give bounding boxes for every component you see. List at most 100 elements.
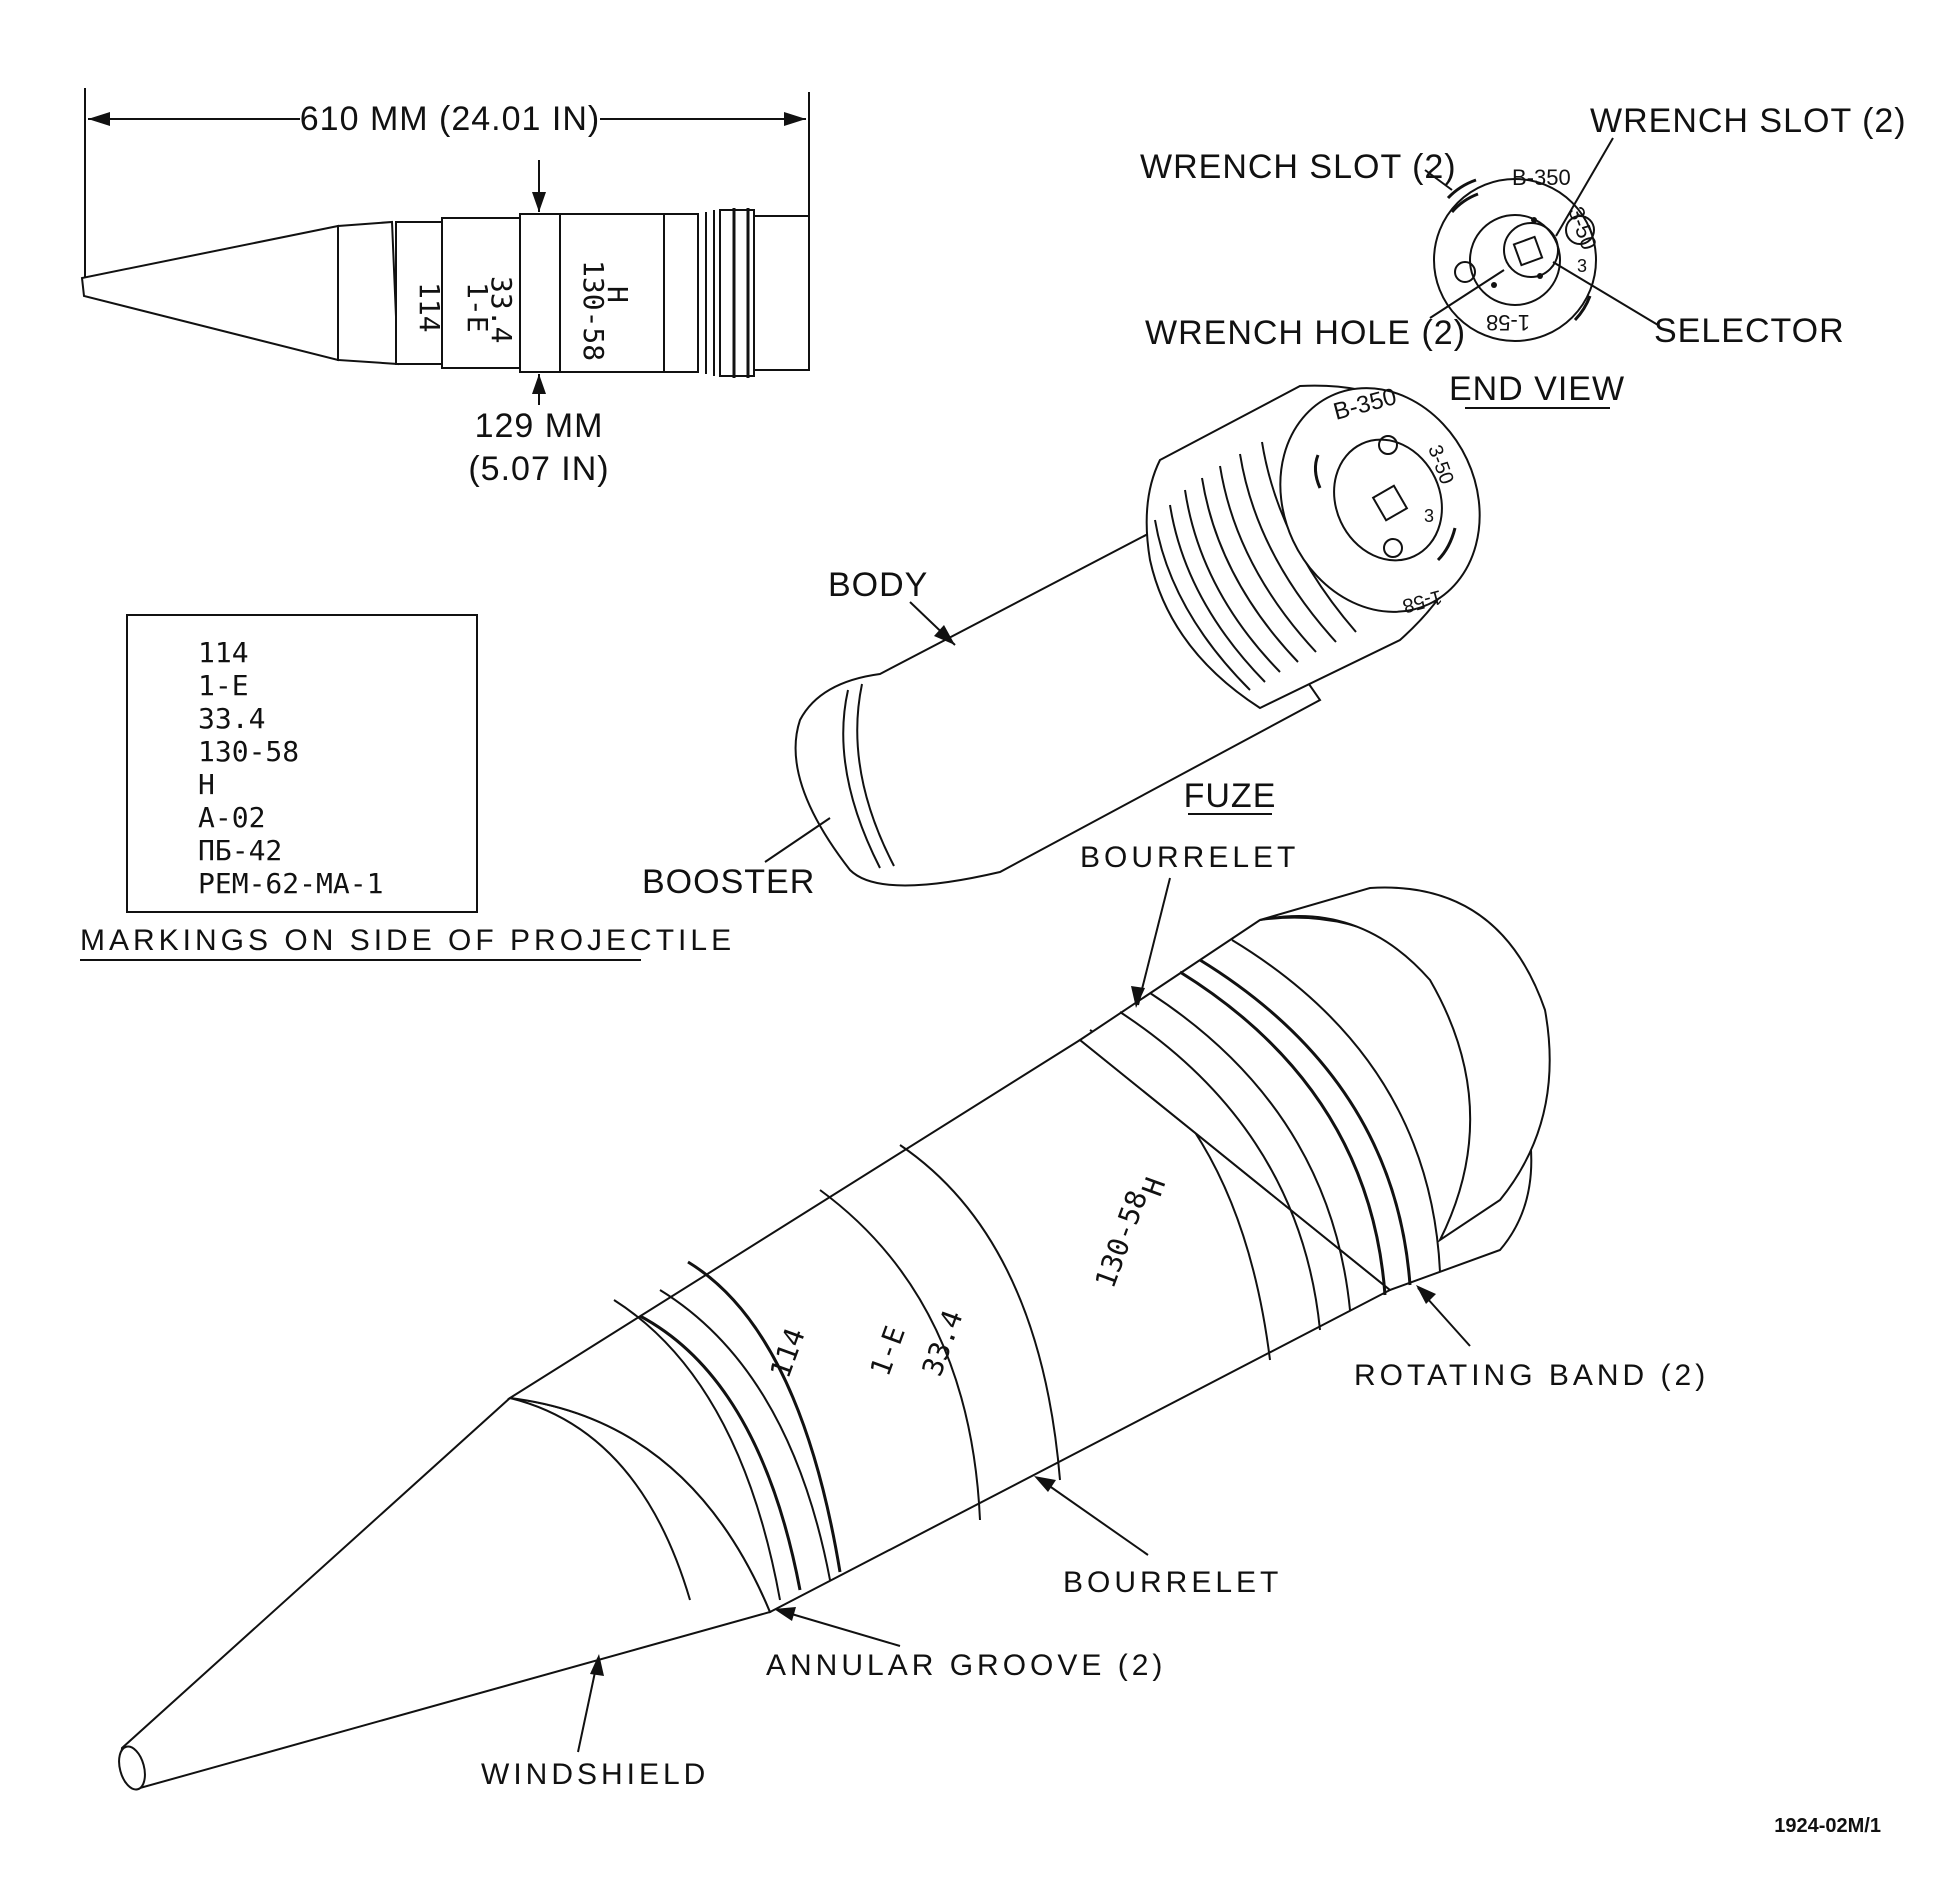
diameter-arrowhead-bottom bbox=[532, 374, 546, 394]
markings-frame bbox=[126, 614, 478, 913]
fuze-wrench-slot-b bbox=[1436, 527, 1457, 562]
side-body bbox=[559, 213, 665, 373]
end-face-selector-ring bbox=[1503, 222, 1559, 278]
label-windshield: WINDSHIELD bbox=[481, 1758, 709, 1791]
side-windshield bbox=[80, 224, 339, 362]
end-face-mark-top: B-350 bbox=[1512, 165, 1571, 190]
leader-booster bbox=[764, 817, 831, 863]
end-wrench-slot-left-shape bbox=[1446, 178, 1477, 200]
label-rotating-band: ROTATING BAND (2) bbox=[1354, 1359, 1709, 1392]
length-dimension-label: 610 MM (24.01 IN) bbox=[300, 100, 600, 138]
side-mark-334: 33.4 bbox=[485, 276, 518, 343]
marking-line-4: 130-58 bbox=[198, 735, 299, 768]
markings-caption: MARKINGS ON SIDE OF PROJECTILE bbox=[80, 924, 735, 957]
end-wrench-hole-lower bbox=[1454, 261, 1476, 283]
fuze-wrench-hole-a bbox=[1378, 435, 1398, 455]
side-view: 610 MM (24.01 IN) 114 1-E 33.4 130-58 H … bbox=[80, 88, 810, 488]
fuze-wrench-slot-a bbox=[1313, 454, 1322, 489]
end-view-title: END VIEW bbox=[1449, 370, 1625, 408]
projectile-annular-groove-1 bbox=[639, 1314, 802, 1591]
end-face-mark-selector: 3 bbox=[1577, 256, 1587, 276]
markings-box: 114 1-E 33.4 130-58 H A-02 ПБ-42 PEM-62-… bbox=[80, 614, 735, 961]
fuze-end-inner-ring bbox=[1333, 438, 1443, 562]
fuze-thread-4 bbox=[1201, 477, 1299, 663]
label-wrench-hole: WRENCH HOLE (2) bbox=[1145, 314, 1466, 352]
fuze-selector-slot bbox=[1371, 484, 1409, 522]
leader-wrench-slot-right bbox=[1555, 137, 1614, 237]
marking-line-8: PEM-62-MA-1 bbox=[198, 867, 383, 900]
end-face-outer bbox=[1433, 178, 1597, 342]
figure-id: 1924-02M/1 bbox=[1774, 1815, 1881, 1837]
projectile-band-ring-4 bbox=[1199, 958, 1412, 1286]
end-wrench-hole-upper bbox=[1565, 215, 1595, 245]
marking-line-3: 33.4 bbox=[198, 702, 265, 735]
label-selector: SELECTOR bbox=[1654, 312, 1845, 350]
leader-selector bbox=[1552, 261, 1659, 326]
diameter-label-in: (5.07 IN) bbox=[468, 450, 609, 488]
label-booster: BOOSTER bbox=[642, 863, 815, 901]
leader-wrench-slot-left bbox=[1424, 169, 1453, 191]
projectile-band-ring-5 bbox=[1231, 939, 1441, 1273]
label-bourrelet-top: BOURRELET bbox=[1080, 841, 1299, 874]
fuze-wrench-hole-b bbox=[1383, 538, 1403, 558]
diameter-label-mm: 129 MM bbox=[475, 407, 604, 445]
marking-line-7: ПБ-42 bbox=[198, 834, 282, 867]
leader-windshield-arrowhead bbox=[590, 1654, 604, 1676]
leader-rotating-band-arrowhead bbox=[1416, 1285, 1436, 1304]
projectile-band-edge-3 bbox=[819, 1189, 981, 1521]
end-face-selector-slot bbox=[1512, 235, 1544, 267]
end-wrench-slot-right-shape bbox=[1573, 295, 1592, 322]
fuze-thread-1 bbox=[1154, 519, 1251, 691]
fuze-thread-2 bbox=[1169, 504, 1266, 683]
projectile-band-edge-2 bbox=[659, 1289, 831, 1581]
label-bourrelet-bottom: BOURRELET bbox=[1063, 1566, 1282, 1599]
projectile-windshield-edge bbox=[509, 1397, 691, 1601]
side-ogive bbox=[337, 220, 400, 366]
leader-body-arrowhead bbox=[934, 625, 955, 645]
side-band-3 bbox=[663, 213, 699, 373]
side-band-2 bbox=[441, 217, 521, 369]
leader-annular-groove-arrowhead bbox=[774, 1607, 796, 1621]
projectile-band-edge-4 bbox=[899, 1144, 1061, 1481]
leader-bourrelet-top-arrowhead bbox=[1131, 986, 1145, 1008]
projectile-annular-groove-2 bbox=[687, 1260, 842, 1573]
arrowhead-right bbox=[784, 112, 806, 126]
end-dot-2 bbox=[1491, 282, 1497, 288]
side-mark-h: H bbox=[601, 286, 634, 303]
end-dot-3 bbox=[1537, 273, 1543, 279]
fuze-thread-6 bbox=[1239, 453, 1337, 643]
projectile-band-ring-1 bbox=[1119, 1011, 1321, 1331]
label-wrench-slot-right: WRENCH SLOT (2) bbox=[1590, 102, 1907, 140]
diameter-arrowhead-top bbox=[532, 192, 546, 212]
fuze-thread-3 bbox=[1184, 489, 1281, 673]
label-body: BODY bbox=[828, 566, 928, 604]
fuze-booster-seam-outer bbox=[842, 689, 881, 869]
marking-line-6: A-02 bbox=[198, 801, 265, 834]
side-mark-13058: 130-58 bbox=[577, 260, 610, 361]
side-mark-1e: 1-E bbox=[461, 282, 494, 333]
projectile-base bbox=[1259, 886, 1551, 1243]
end-wrench-slot-left-shape-2 bbox=[1450, 192, 1479, 214]
fuze-face-mark-selector: 3 bbox=[1424, 506, 1434, 526]
label-annular-groove: ANNULAR GROOVE (2) bbox=[766, 1649, 1166, 1682]
projectile-body bbox=[507, 1038, 1392, 1614]
projectile-band-ring-2 bbox=[1149, 992, 1351, 1311]
side-base bbox=[753, 215, 810, 371]
leader-wrench-hole bbox=[1429, 269, 1505, 319]
leader-annular-groove bbox=[777, 1609, 901, 1647]
fuze-title: FUZE bbox=[1184, 777, 1277, 815]
fuze-thread-5 bbox=[1219, 465, 1317, 653]
end-view: B-350 3-50 1-58 3 WRENCH SLOT (2) WRENCH… bbox=[1140, 102, 1907, 409]
projectile-nose-tip bbox=[118, 1745, 146, 1791]
projectile-band-ring-3 bbox=[1179, 970, 1387, 1296]
fuze-booster-seam-inner bbox=[856, 683, 895, 867]
fuze-view: B-350 3-50 1-58 3 BODY BOOSTER FUZE bbox=[642, 383, 1481, 901]
side-bourrelet bbox=[519, 213, 561, 373]
marking-line-5: H bbox=[198, 768, 215, 801]
side-band-1 bbox=[395, 221, 443, 365]
end-face-mark-bottom: 1-58 bbox=[1486, 310, 1530, 335]
label-wrench-slot-left: WRENCH SLOT (2) bbox=[1140, 148, 1457, 186]
projectile-view: 114 1-E 33.4 130-58 H BOURRELET ROTATING… bbox=[118, 841, 1709, 1791]
marking-line-2: 1-E bbox=[198, 669, 249, 702]
